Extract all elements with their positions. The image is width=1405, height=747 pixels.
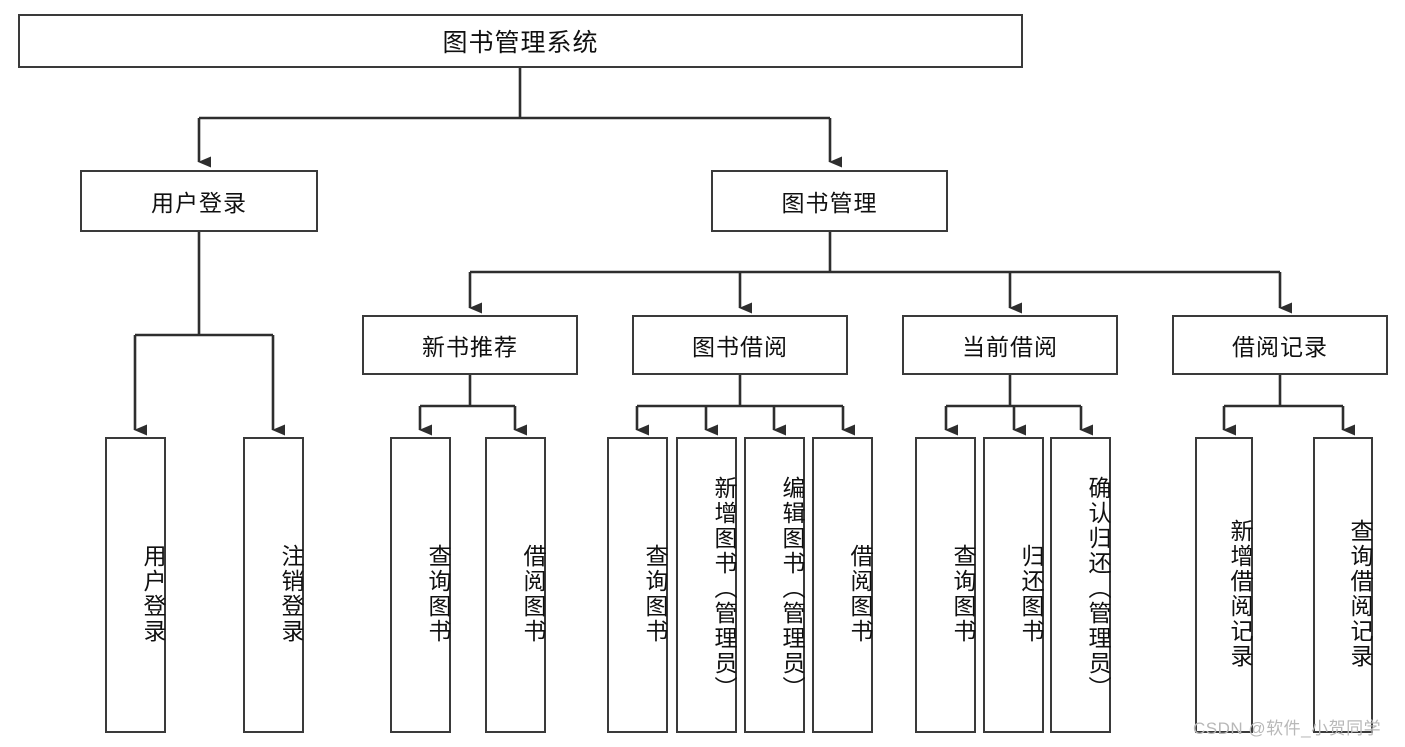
- node-leaf-query-book-3[interactable]: 查询图书: [915, 437, 976, 733]
- csdn-watermark: CSDN @软件_小贺同学: [1193, 719, 1382, 738]
- node-root-system[interactable]: 图书管理系统: [18, 14, 1023, 68]
- node-leaf-return-book[interactable]: 归还图书: [983, 437, 1044, 733]
- node-new-book-recommend[interactable]: 新书推荐: [362, 315, 578, 375]
- node-leaf-user-login[interactable]: 用户登录: [105, 437, 166, 733]
- node-leaf-edit-book[interactable]: 编辑图书（管理员）: [744, 437, 805, 733]
- node-leaf-add-book[interactable]: 新增图书（管理员）: [676, 437, 737, 733]
- node-book-borrow[interactable]: 图书借阅: [632, 315, 848, 375]
- node-leaf-query-record[interactable]: 查询借阅记录: [1313, 437, 1373, 733]
- node-leaf-borrow-book-1[interactable]: 借阅图书: [485, 437, 546, 733]
- node-leaf-logout[interactable]: 注销登录: [243, 437, 304, 733]
- node-leaf-borrow-book-2[interactable]: 借阅图书: [812, 437, 873, 733]
- node-borrow-record[interactable]: 借阅记录: [1172, 315, 1388, 375]
- node-current-borrow[interactable]: 当前借阅: [902, 315, 1118, 375]
- node-leaf-add-record[interactable]: 新增借阅记录: [1195, 437, 1253, 733]
- node-book-management[interactable]: 图书管理: [711, 170, 948, 232]
- node-leaf-query-book-1[interactable]: 查询图书: [390, 437, 451, 733]
- node-leaf-query-book-2[interactable]: 查询图书: [607, 437, 668, 733]
- node-user-login[interactable]: 用户登录: [80, 170, 318, 232]
- node-leaf-confirm-return[interactable]: 确认归还（管理员）: [1050, 437, 1111, 733]
